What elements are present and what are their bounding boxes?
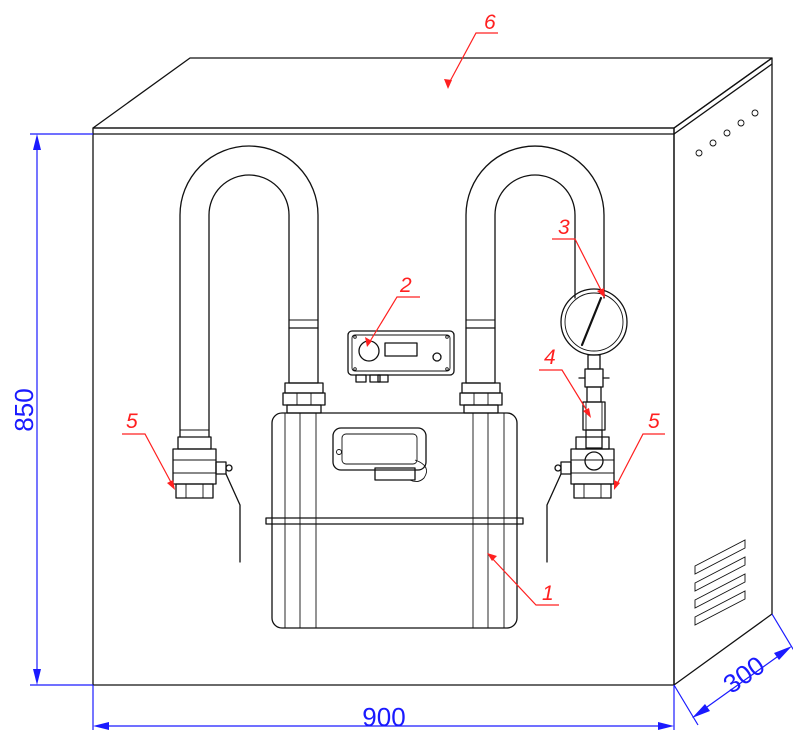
callout-4: 4 xyxy=(539,346,591,418)
dimension-height: 850 xyxy=(9,133,93,686)
dimension-width: 900 xyxy=(92,685,675,732)
callout-3-label: 3 xyxy=(558,216,570,239)
pressure-gauge xyxy=(560,288,628,370)
callout-2: 2 xyxy=(365,274,420,347)
dimension-depth: 300 xyxy=(673,613,793,726)
meter-counter-window xyxy=(332,427,427,483)
cabinet-side-edge xyxy=(673,63,773,135)
gauge-valve xyxy=(578,368,610,471)
right-ball-valve xyxy=(546,436,615,563)
callout-1: 1 xyxy=(487,553,559,606)
gas-meter xyxy=(265,412,524,629)
cabinet-side-face xyxy=(673,57,773,686)
callout-5-left-label: 5 xyxy=(126,410,138,433)
side-vent-louvers xyxy=(694,539,746,626)
callout-2-label: 2 xyxy=(399,274,412,297)
dimension-depth-label: 300 xyxy=(717,650,770,699)
callout-5-right: 5 xyxy=(614,410,665,490)
callout-6: 6 xyxy=(444,11,498,89)
left-ball-valve xyxy=(172,436,241,563)
cabinet-top-face xyxy=(92,57,773,129)
side-vent-holes xyxy=(695,109,759,157)
callout-4-label: 4 xyxy=(544,346,556,369)
dimension-width-label: 900 xyxy=(362,702,405,732)
left-flexible-hose xyxy=(179,145,319,438)
callouts: 6 2 3 4 5 5 1 xyxy=(122,11,665,606)
electronic-corrector xyxy=(347,330,455,383)
callout-1-label: 1 xyxy=(542,582,554,605)
callout-6-label: 6 xyxy=(484,11,496,34)
right-flexible-hose xyxy=(465,145,605,329)
dimension-height-label: 850 xyxy=(9,388,39,431)
callout-5-left: 5 xyxy=(122,410,175,490)
callout-3: 3 xyxy=(552,216,605,298)
right-meter-fitting xyxy=(459,327,503,414)
left-meter-fitting xyxy=(282,327,326,414)
callout-5-right-label: 5 xyxy=(648,410,660,433)
cabinet xyxy=(92,57,773,686)
